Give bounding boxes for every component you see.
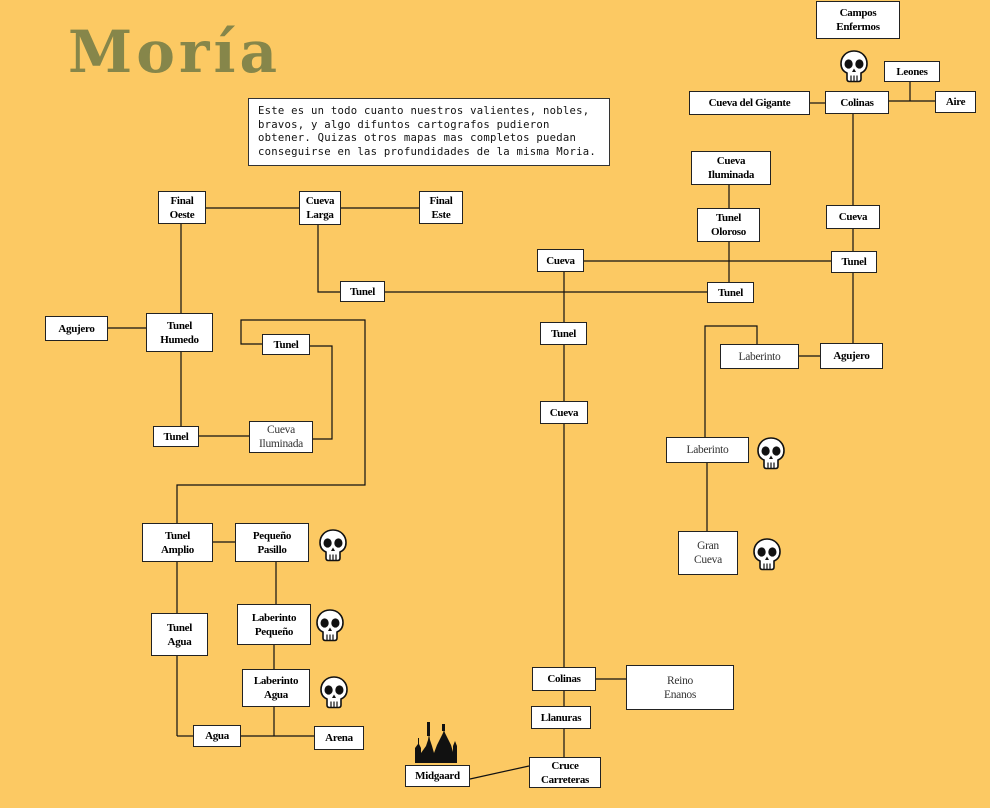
room-campos-enfermos[interactable]: Campos Enfermos: [816, 1, 900, 39]
room-agujero-w[interactable]: Agujero: [45, 316, 108, 341]
room-cueva-larga[interactable]: Cueva Larga: [299, 191, 341, 225]
room-tunel-oloroso[interactable]: Tunel Oloroso: [697, 208, 760, 242]
skull-icon: [840, 50, 868, 83]
room-colinas-ne[interactable]: Colinas: [825, 91, 889, 114]
room-cueva-iluminada-w[interactable]: Cueva Iluminada: [249, 421, 313, 453]
room-gran-cueva[interactable]: Gran Cueva: [678, 531, 738, 575]
castle-icon: [415, 722, 457, 763]
room-pequeno-pasillo[interactable]: Pequeño Pasillo: [235, 523, 309, 562]
room-tunel-center[interactable]: Tunel: [540, 322, 587, 345]
room-cueva-del-gigante[interactable]: Cueva del Gigante: [689, 91, 810, 115]
room-llanuras[interactable]: Llanuras: [531, 706, 591, 729]
room-laberinto-mid[interactable]: Laberinto: [666, 437, 749, 463]
room-reino-enanos[interactable]: Reino Enanos: [626, 665, 734, 710]
room-leones[interactable]: Leones: [884, 61, 940, 82]
map-title: Moría: [68, 18, 282, 86]
skull-icon: [320, 676, 348, 709]
room-laberinto-ne[interactable]: Laberinto: [720, 344, 799, 369]
skull-icon: [316, 609, 344, 642]
room-tunel-mid[interactable]: Tunel: [340, 281, 385, 302]
room-aire[interactable]: Aire: [935, 91, 976, 113]
room-laberinto-pequeno[interactable]: Laberinto Pequeño: [237, 604, 311, 645]
room-tunel-sw[interactable]: Tunel: [153, 426, 199, 447]
room-agua[interactable]: Agua: [193, 725, 241, 747]
skull-icon: [757, 437, 785, 470]
skull-icon: [753, 538, 781, 571]
room-cueva-ne[interactable]: Cueva: [826, 205, 880, 229]
room-tunel-humedo[interactable]: Tunel Humedo: [146, 313, 213, 352]
room-tunel-right[interactable]: Tunel: [707, 282, 754, 303]
room-laberinto-agua[interactable]: Laberinto Agua: [242, 669, 310, 707]
room-cueva-iluminada-ne[interactable]: Cueva Iluminada: [691, 151, 771, 185]
map-note: Este es un todo cuanto nuestros valiente…: [248, 98, 610, 166]
room-agujero-e[interactable]: Agujero: [820, 343, 883, 369]
room-cueva-center2[interactable]: Cueva: [540, 401, 588, 424]
room-tunel-amplio[interactable]: Tunel Amplio: [142, 523, 213, 562]
room-colinas-s[interactable]: Colinas: [532, 667, 596, 691]
room-cruce-carreteras[interactable]: Cruce Carreteras: [529, 757, 601, 788]
skull-icon: [319, 529, 347, 562]
room-cueva-center[interactable]: Cueva: [537, 249, 584, 272]
room-tunel-small[interactable]: Tunel: [262, 334, 310, 355]
room-midgaard[interactable]: Midgaard: [405, 765, 470, 787]
room-tunel-ne[interactable]: Tunel: [831, 251, 877, 273]
room-final-este[interactable]: Final Este: [419, 191, 463, 224]
room-tunel-agua[interactable]: Tunel Agua: [151, 613, 208, 656]
room-arena[interactable]: Arena: [314, 726, 364, 750]
room-final-oeste[interactable]: Final Oeste: [158, 191, 206, 224]
